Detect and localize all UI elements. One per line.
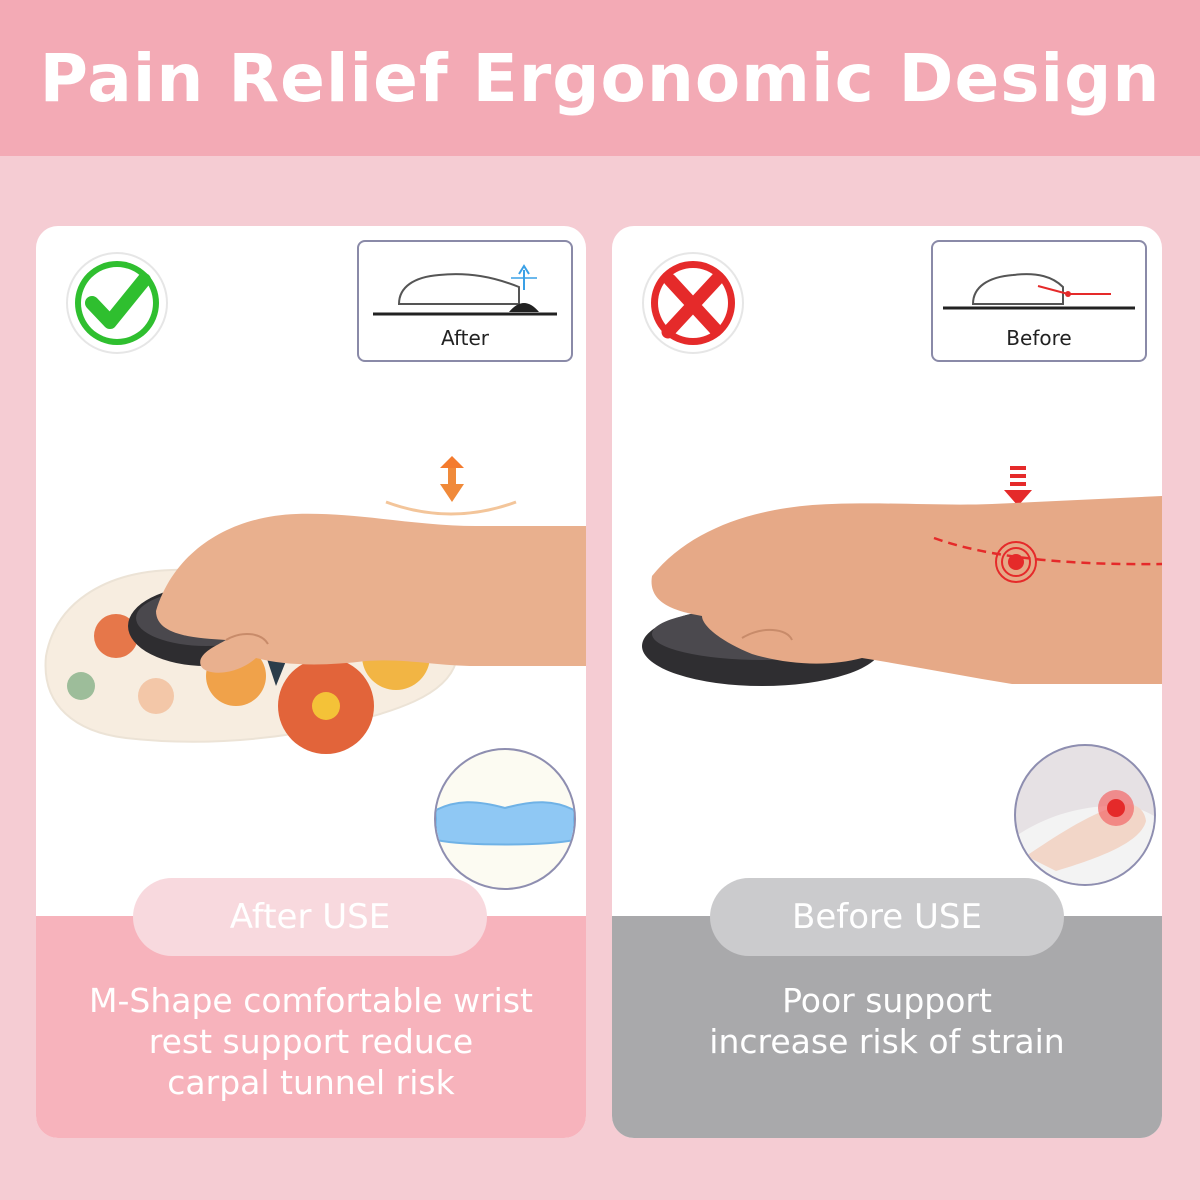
hand-bent-icon xyxy=(943,273,1135,310)
before-use-card: Before Before USE Poor support xyxy=(612,226,1162,1138)
up-arrow-icon xyxy=(440,456,464,502)
wrist-rest-scene xyxy=(44,456,586,754)
after-use-card: After After USE M-S xyxy=(36,226,586,1138)
before-posture-diagram: Before xyxy=(931,240,1147,362)
checkmark-icon xyxy=(66,252,168,354)
before-label: Before xyxy=(1006,326,1072,350)
before-use-description: Poor support increase risk of strain xyxy=(709,981,1065,1061)
before-use-pill: Before USE xyxy=(710,878,1064,956)
page-title: Pain Relief Ergonomic Design xyxy=(39,39,1161,117)
no-support-scene xyxy=(642,466,1162,686)
after-use-pill: After USE xyxy=(133,878,487,956)
after-use-description: M-Shape comfortable wrist rest support r… xyxy=(89,981,533,1102)
after-posture-diagram: After xyxy=(357,240,573,362)
cross-icon xyxy=(642,252,744,354)
header-banner: Pain Relief Ergonomic Design xyxy=(0,0,1200,156)
after-label: After xyxy=(440,326,490,350)
m-shape-cushion-detail xyxy=(434,748,576,890)
hand-elevated-icon xyxy=(373,264,557,316)
wrist-pain-detail xyxy=(1014,744,1156,886)
down-arrow-icon xyxy=(1004,466,1032,506)
